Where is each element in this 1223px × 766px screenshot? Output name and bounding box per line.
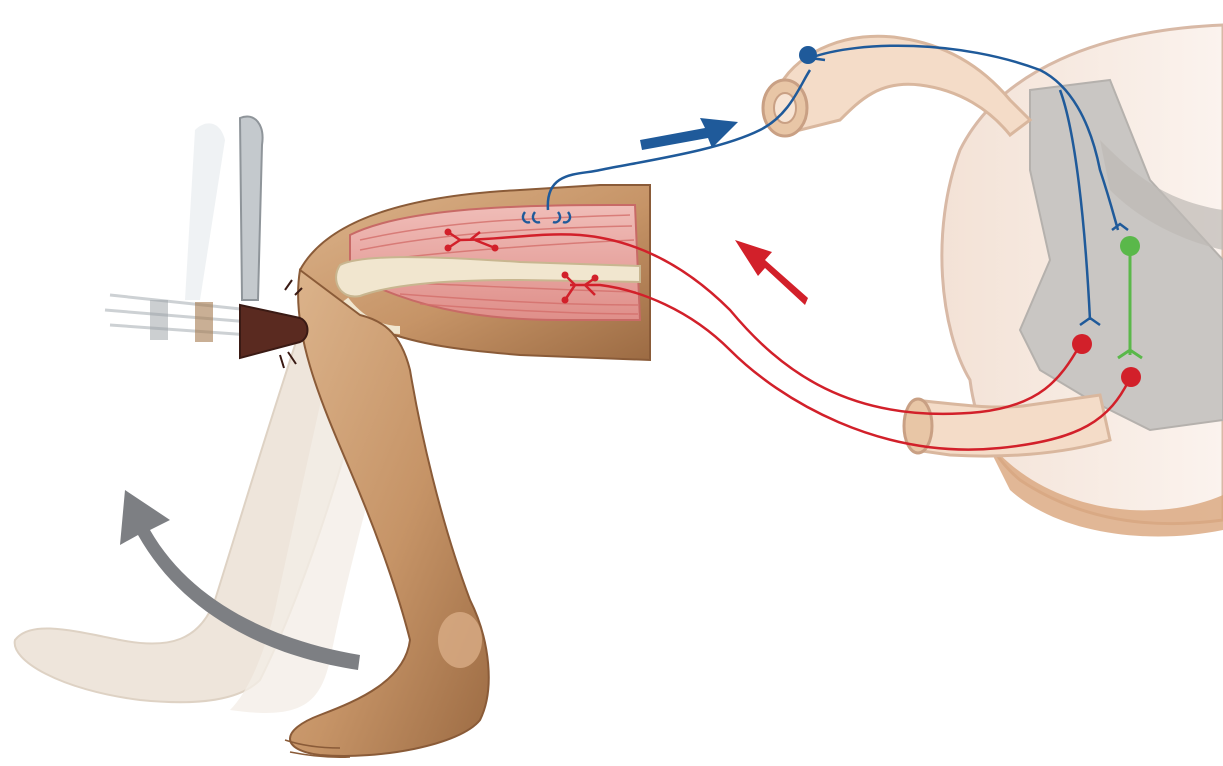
hammer-motion-lines (105, 295, 250, 335)
motor-neuron-cell-body-1 (1072, 334, 1092, 354)
sensory-neuron-cell-body (799, 46, 817, 64)
ankle-bone (438, 612, 482, 668)
motor-neuron-cell-body-2 (1121, 367, 1141, 387)
reflex-hammer-icon (105, 117, 308, 368)
motor-direction-arrow-icon (735, 240, 808, 305)
sensory-direction-arrow-icon (640, 118, 738, 150)
